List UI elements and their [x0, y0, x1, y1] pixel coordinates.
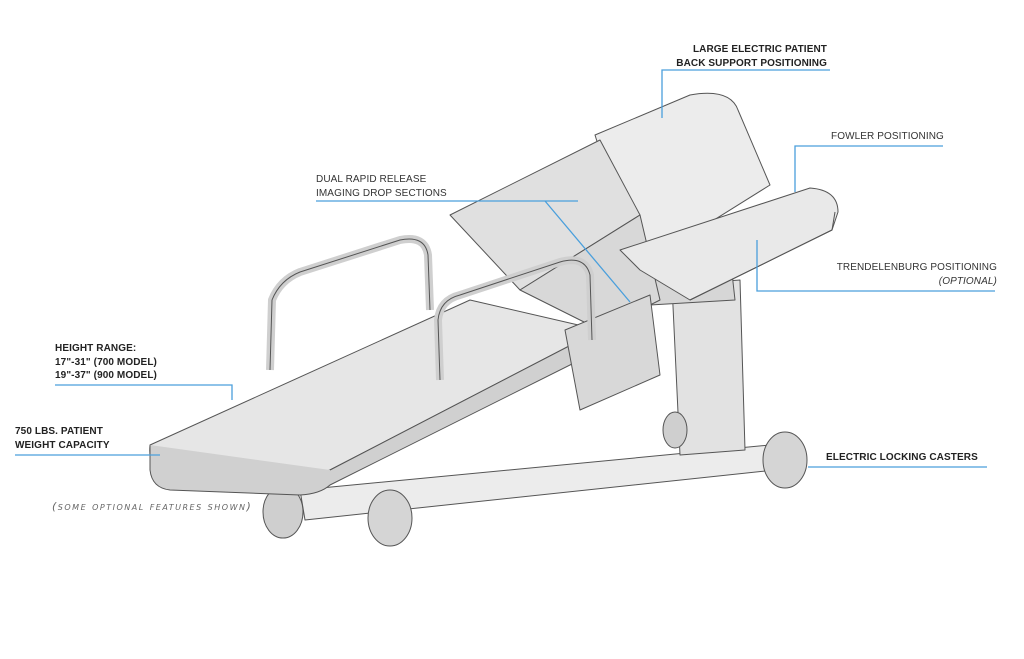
- label-fowler: FOWLER POSITIONING: [831, 131, 944, 142]
- leader-height: [55, 384, 233, 400]
- label-line: WEIGHT CAPACITY: [15, 439, 110, 451]
- label-note: (OPTIONAL): [938, 275, 997, 287]
- caster: [762, 431, 808, 489]
- label-line: DUAL RAPID RELEASE: [316, 174, 427, 185]
- footnote: (some optional features shown): [52, 500, 253, 513]
- label-line: 750 LBS. PATIENT: [15, 426, 103, 437]
- leader-fowler: [794, 145, 943, 192]
- label-weight-capacity: 750 LBS. PATIENT WEIGHT CAPACITY: [15, 425, 110, 452]
- label-height-range: HEIGHT RANGE: 17"-31" (700 MODEL) 19"-37…: [55, 342, 157, 383]
- caster: [662, 411, 688, 449]
- leader-imaging: [316, 200, 631, 303]
- label-casters: ELECTRIC LOCKING CASTERS: [826, 452, 978, 463]
- caster: [367, 489, 413, 547]
- label-line: IMAGING DROP SECTIONS: [316, 187, 447, 199]
- label-line: 17"-31" (700 MODEL): [55, 356, 157, 368]
- label-back-support: LARGE ELECTRIC PATIENT BACK SUPPORT POSI…: [676, 43, 827, 70]
- leader-lines: [15, 69, 995, 468]
- label-line: TRENDELENBURG POSITIONING: [836, 262, 997, 273]
- leader-trendelenburg: [756, 240, 995, 292]
- label-trendelenburg: TRENDELENBURG POSITIONING (OPTIONAL): [837, 261, 997, 288]
- label-line: HEIGHT RANGE:: [55, 343, 137, 354]
- label-line: 19"-37" (900 MODEL): [55, 370, 157, 381]
- label-imaging: DUAL RAPID RELEASE IMAGING DROP SECTIONS: [316, 173, 447, 200]
- leader-back-support: [661, 69, 830, 118]
- label-line: LARGE ELECTRIC PATIENT: [692, 44, 827, 55]
- label-line: BACK SUPPORT POSITIONING: [676, 57, 827, 69]
